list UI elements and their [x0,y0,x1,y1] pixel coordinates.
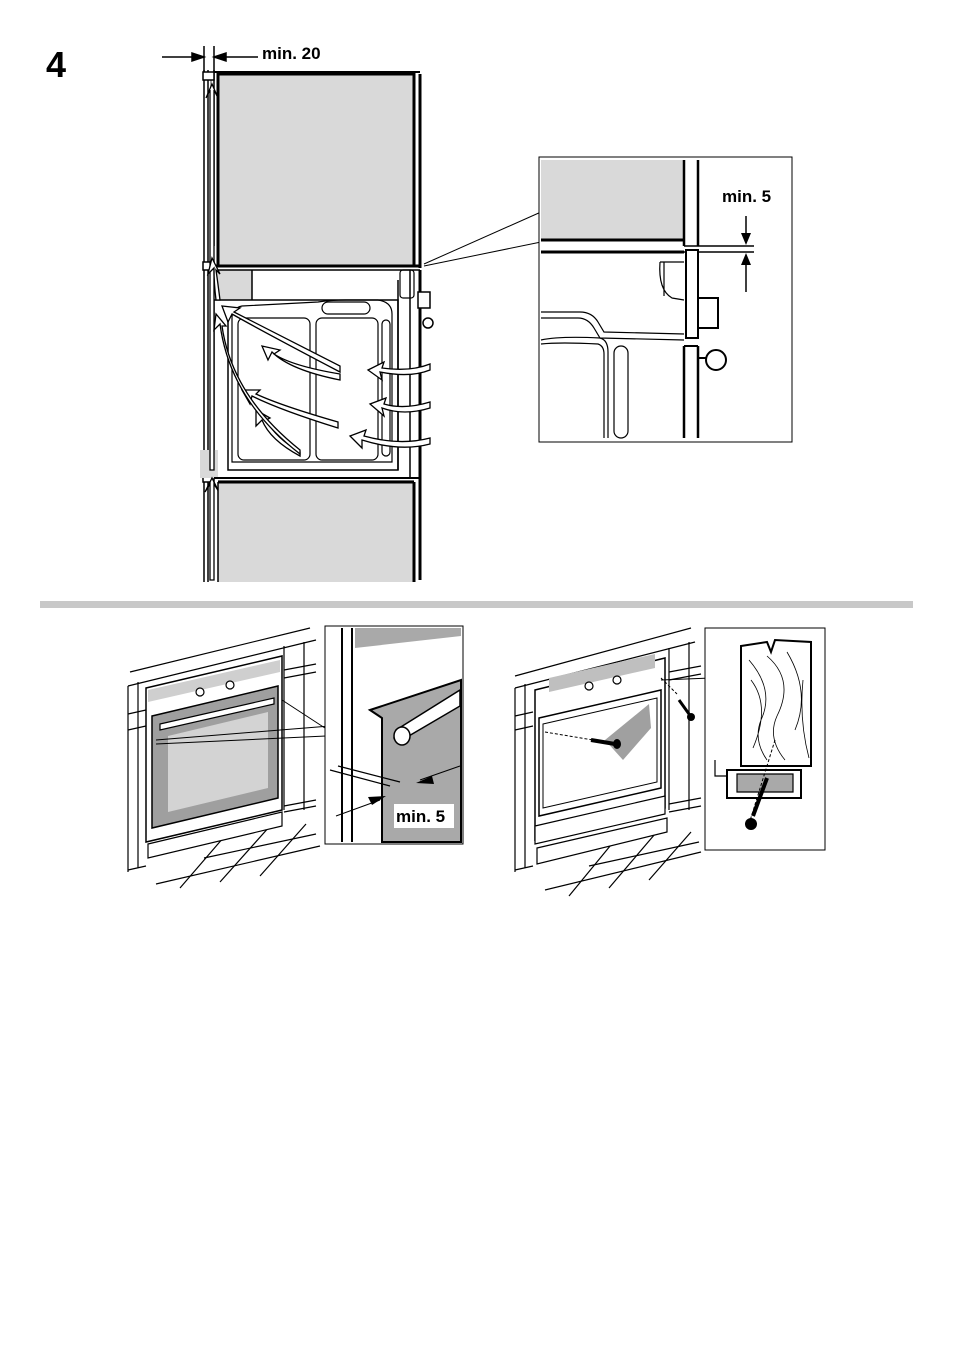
side-gap-label: min. 20 [262,44,321,63]
front-gap-label: min. 5 [396,807,445,826]
screw-icon [679,700,695,721]
front-gap-diagram: min. 5 [120,620,470,890]
callout-line [424,212,541,264]
side-gap-dimension [162,46,258,72]
section-divider [40,601,913,608]
oven-front [146,656,282,858]
detail-inset-screw [705,628,825,850]
oven-front-door-open [535,654,711,864]
upper-cabinet [214,72,420,268]
ventilation-diagram: min. 20 min. 5 [0,0,954,600]
lower-cabinet [214,478,420,582]
screw-fixing-diagram [505,620,835,910]
top-gap-label: min. 5 [722,187,771,206]
callout-line [424,242,541,266]
